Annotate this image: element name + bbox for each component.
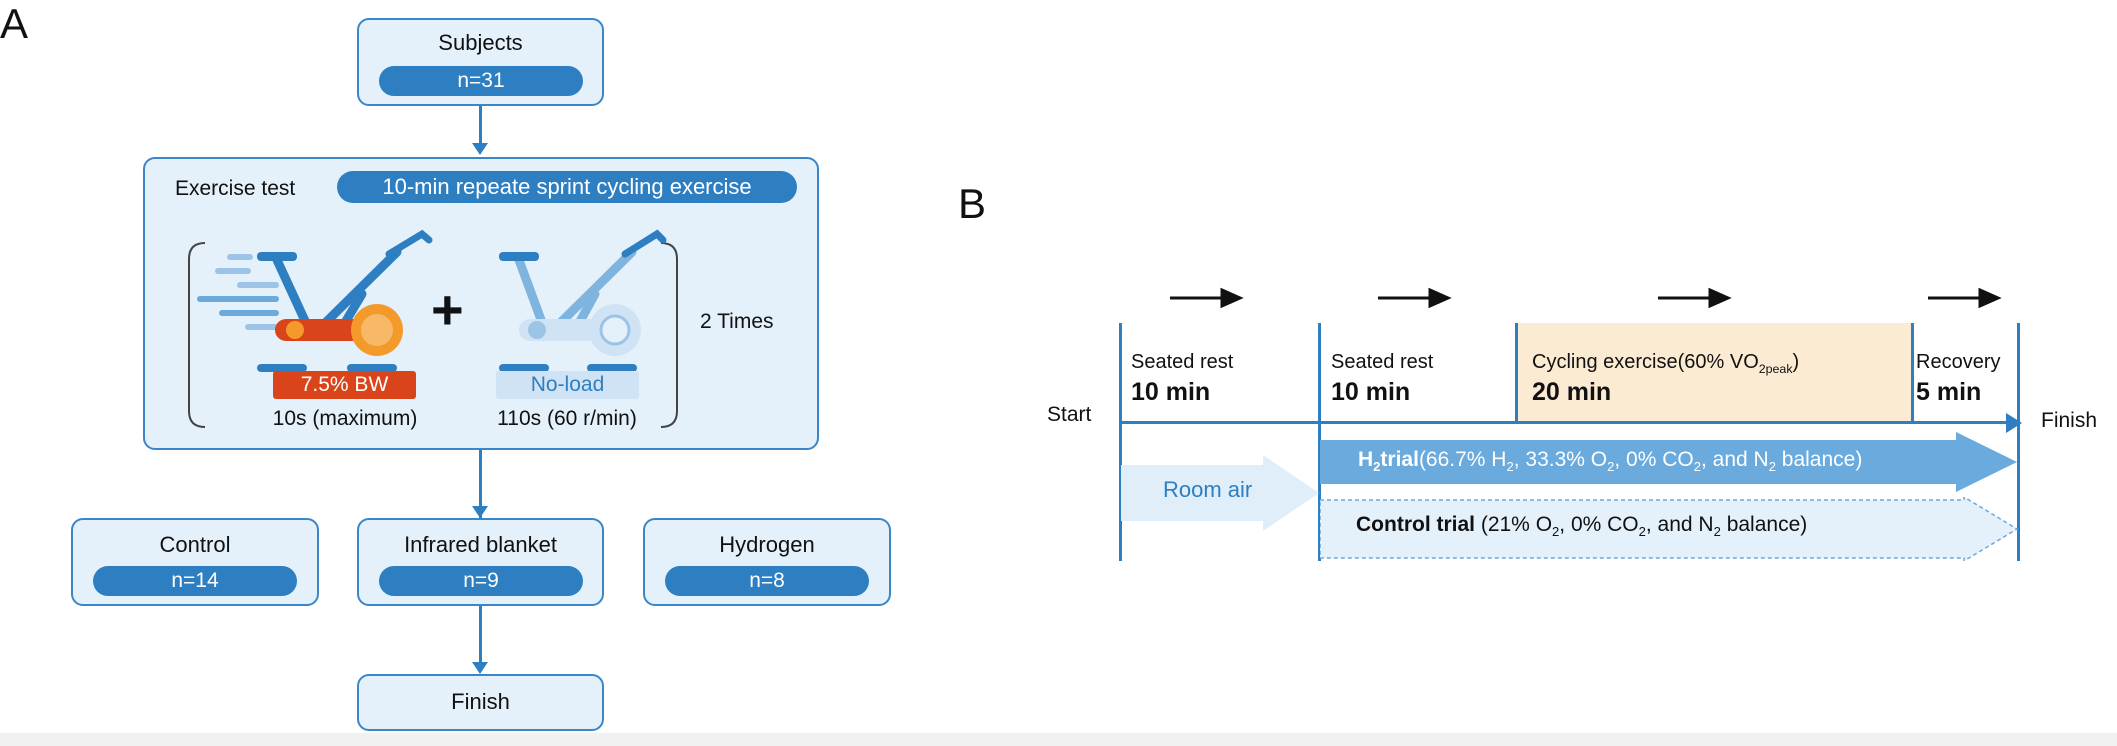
segment-3-title: Cycling exercise(60% VO2peak): [1532, 351, 1800, 376]
bracket-right-icon: [660, 242, 678, 428]
h2-trial-label: H2trial(66.7% H2, 33.3% O2, 0% CO2, and …: [1358, 448, 1863, 475]
plus-sign: +: [431, 278, 464, 341]
panel-b-letter: B: [958, 180, 987, 227]
room-air-arrow: [1121, 455, 1319, 531]
direction-arrows: [1170, 287, 2002, 309]
exercise-test-box: Exercise test 10-min repeate sprint cycl…: [143, 157, 819, 450]
exercise-test-label: Exercise test: [175, 177, 296, 200]
right-arrow-icon: [1978, 287, 2002, 309]
timeline-axis: [1119, 421, 2009, 424]
connector-exercise-groups: [479, 450, 482, 528]
right-arrow-icon: [1428, 287, 1452, 309]
timeline-arrowhead-icon: [2006, 413, 2022, 433]
right-arrow-icon: [1220, 287, 1244, 309]
bike1-badge: 7.5% BW: [273, 371, 416, 399]
group-count: n=14: [93, 566, 297, 596]
right-arrow-icon: [1708, 287, 1732, 309]
exercise-bike-noload-icon: [499, 229, 667, 372]
h2-trial-arrow: [1320, 432, 2017, 492]
timeline-finish-label: Finish: [2041, 409, 2098, 432]
phase-divider: [1911, 323, 1914, 421]
segment-4-duration: 5 min: [1916, 378, 1982, 406]
arrowhead-down-icon: [472, 662, 488, 674]
group-control-box: Control n=14: [71, 518, 319, 606]
phase-divider: [2017, 323, 2020, 561]
segment-2-duration: 10 min: [1331, 378, 1411, 406]
bike1-caption: 10s (maximum): [272, 407, 418, 430]
group-count: n=9: [379, 566, 583, 596]
bike2-badge: No-load: [496, 371, 639, 399]
group-title: Hydrogen: [719, 532, 815, 557]
exercise-bike-active-icon: [197, 229, 433, 372]
group-title: Control: [159, 532, 231, 557]
group-title: Infrared blanket: [404, 532, 557, 557]
phase-divider: [1318, 323, 1321, 561]
control-trial-label: Control trial (21% O2, 0% CO2, and N2 ba…: [1356, 513, 1808, 540]
repeat-times-label: 2 Times: [700, 310, 774, 333]
connector-subjects-exercise: [479, 106, 482, 145]
subjects-title: Subjects: [438, 30, 523, 55]
phase-divider: [1119, 323, 1122, 561]
panel-a-letter: A: [0, 0, 29, 47]
subjects-count: n=31: [379, 66, 583, 96]
group-infrared-box: Infrared blanket n=9: [357, 518, 604, 606]
connector-groups-finish: [479, 606, 482, 664]
arrowhead-down-icon: [472, 506, 488, 518]
timeline-start-label: Start: [1047, 403, 1092, 426]
arrowhead-down-icon: [472, 143, 488, 155]
exercise-phase-highlight: [1516, 323, 1912, 421]
bracket-left-icon: [188, 242, 206, 428]
group-hydrogen-box: Hydrogen n=8: [643, 518, 891, 606]
control-trial-arrow: [1320, 497, 2019, 561]
subjects-box: Subjects n=31: [357, 18, 604, 106]
segment-4-title: Recovery: [1916, 351, 2001, 373]
bike2-caption: 110s (60 r/min): [497, 407, 637, 430]
segment-1-duration: 10 min: [1131, 378, 1211, 406]
room-air-label: Room air: [1163, 477, 1253, 502]
finish-box: Finish: [357, 674, 604, 731]
phase-divider: [1515, 323, 1518, 421]
segment-2-title: Seated rest: [1331, 351, 1434, 373]
group-count: n=8: [665, 566, 869, 596]
segment-1-title: Seated rest: [1131, 351, 1234, 373]
exercise-protocol-pill: 10-min repeate sprint cycling exercise: [337, 171, 797, 203]
finish-title: Finish: [451, 689, 510, 714]
segment-3-duration: 20 min: [1532, 378, 1612, 406]
